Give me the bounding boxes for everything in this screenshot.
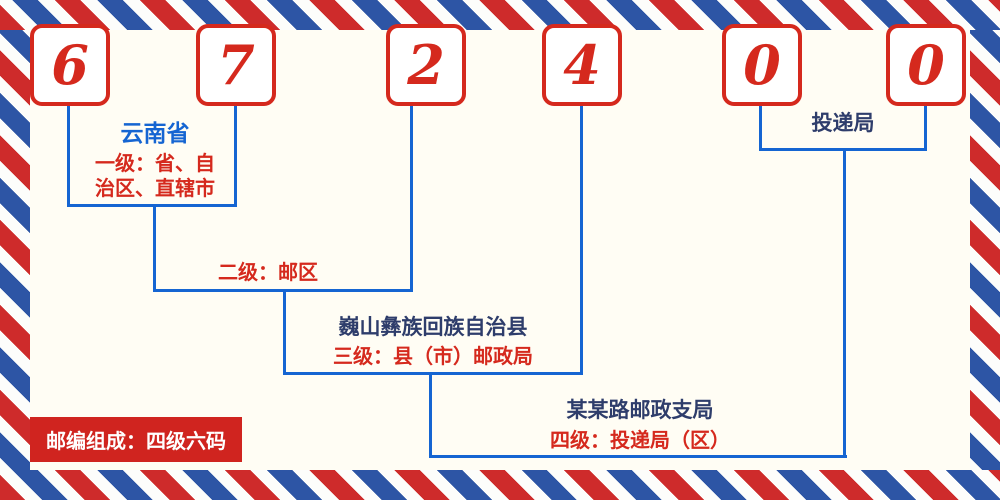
connector-level3-to-level4 <box>429 372 432 458</box>
postal-digit-4: 4 <box>563 33 601 97</box>
airmail-border-left <box>0 0 30 500</box>
connector-digit1-drop <box>67 106 70 206</box>
level3-desc: 三级：县（市）邮政局 <box>333 344 533 368</box>
connector-level1-bottom <box>67 204 237 207</box>
postal-digit-box-2: 7 <box>196 24 276 106</box>
postal-digit-box-6: 0 <box>886 24 966 106</box>
connector-digit5-drop <box>759 106 762 151</box>
connector-digit3-drop <box>410 106 413 292</box>
postal-digit-box-1: 6 <box>30 24 110 106</box>
connector-level3-line <box>283 372 583 375</box>
connector-level2-to-level3 <box>283 289 286 375</box>
postal-digit-box-5: 0 <box>722 24 802 106</box>
postal-digit-5: 0 <box>743 33 781 97</box>
connector-digit6-drop <box>924 106 927 151</box>
connector-level4-line <box>429 455 847 458</box>
airmail-border-right <box>970 0 1000 500</box>
footer-badge: 邮编组成：四级六码 <box>30 417 242 462</box>
airmail-border-bottom <box>0 470 1000 500</box>
postal-digit-1: 6 <box>51 33 89 97</box>
level2-desc: 二级：邮区 <box>218 260 318 284</box>
level1-desc-line2: 治区、直辖市 <box>95 176 215 200</box>
connector-digit4-drop <box>580 106 583 375</box>
connector-level1-to-level2 <box>153 204 156 292</box>
postal-digit-6: 0 <box>907 33 945 97</box>
connector-delivery-to-level4 <box>843 148 846 458</box>
delivery-office-label: 投递局 <box>811 111 875 135</box>
postal-digit-box-3: 2 <box>386 24 466 106</box>
airmail-border-top <box>0 0 1000 30</box>
level4-branch-name: 某某路邮政支局 <box>566 398 714 422</box>
postal-digit-2: 7 <box>217 33 255 97</box>
level1-desc-line1: 一级：省、自 <box>95 151 215 175</box>
level4-desc: 四级：投递局（区） <box>550 428 730 452</box>
level1-region-name: 云南省 <box>120 121 190 147</box>
postal-digit-box-4: 4 <box>542 24 622 106</box>
level3-county-name: 巍山彝族回族自治县 <box>338 315 528 339</box>
postal-digit-3: 2 <box>407 33 445 97</box>
connector-digit2-drop <box>234 106 237 206</box>
